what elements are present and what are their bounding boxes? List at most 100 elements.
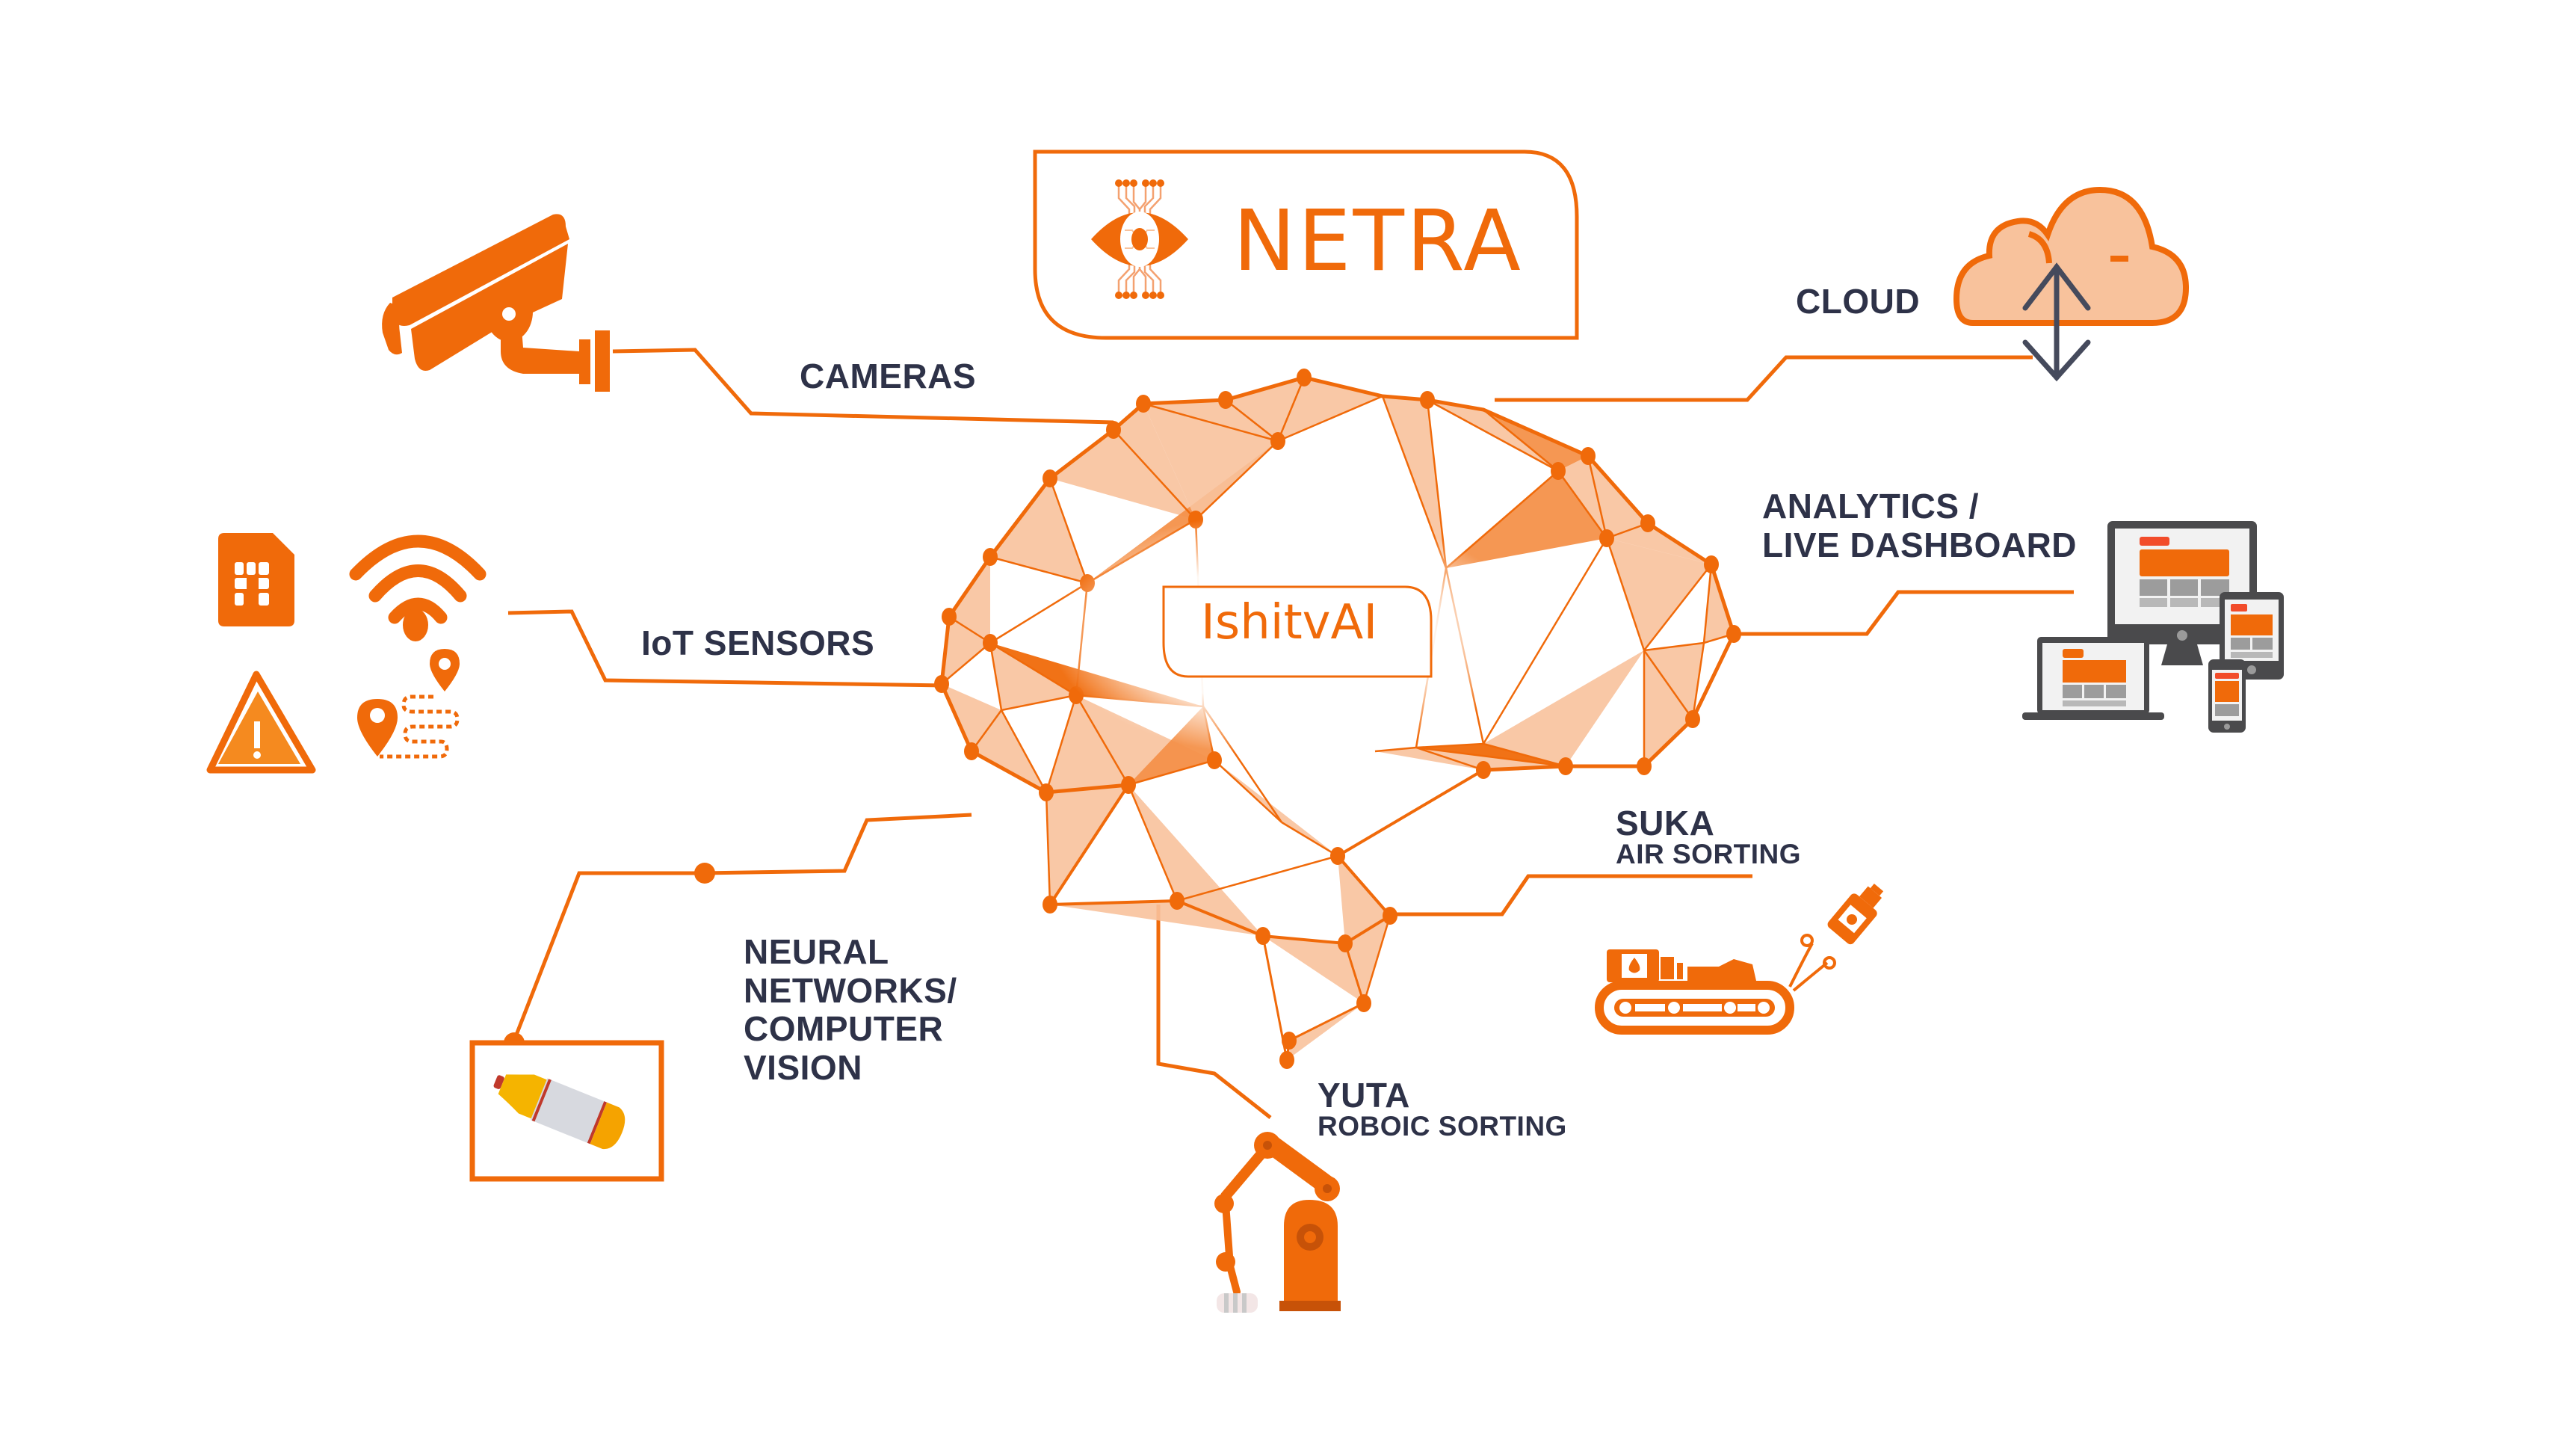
- suka-title: SUKA: [1616, 804, 1715, 842]
- brain-edge: [1045, 694, 1078, 793]
- brain-facet: [1644, 650, 1693, 766]
- brain-edge: [970, 709, 1003, 752]
- brain-node: [1338, 934, 1353, 952]
- brain-facet: [1128, 785, 1263, 936]
- brain-node: [1043, 896, 1057, 914]
- brain-edge: [941, 642, 991, 685]
- brain-edge: [989, 555, 1088, 585]
- suka-subtitle: AIR SORTING: [1616, 839, 1802, 869]
- brain-facet: [1278, 378, 1383, 441]
- label-suka: SUKA AIR SORTING: [1616, 806, 1801, 868]
- brain-facet: [1263, 936, 1364, 1003]
- label-cameras: CAMERAS: [800, 357, 977, 395]
- cloud-sync-icon: [1953, 186, 2190, 382]
- brain-facet: [1558, 456, 1607, 538]
- brain-edge: [1483, 742, 1566, 768]
- brain-edge: [1691, 642, 1705, 720]
- brain-edge: [1143, 402, 1279, 443]
- brain-facet: [1483, 650, 1644, 766]
- brain-edge: [1128, 759, 1215, 786]
- warning-triangle-icon: [206, 671, 316, 774]
- brain-facet: [1704, 564, 1734, 643]
- yuta-title: YUTA: [1318, 1076, 1410, 1115]
- brain-edge: [1415, 746, 1566, 768]
- brain-edge: [948, 615, 991, 644]
- brain-node: [983, 634, 998, 652]
- brain-edge: [1336, 768, 1485, 857]
- brain-node: [1330, 847, 1345, 865]
- brain-node: [1043, 469, 1057, 487]
- circuit-eye-icon: [1091, 179, 1188, 299]
- wifi-dot: [403, 609, 428, 641]
- brain-facet: [942, 684, 1001, 751]
- brain-facet: [990, 643, 1076, 710]
- brain-facet: [1446, 471, 1607, 568]
- brain-facet: [1644, 643, 1704, 719]
- brain-edge: [1276, 377, 1306, 442]
- brain-edge: [1702, 564, 1713, 644]
- detected-bottle-icon: [469, 1040, 664, 1182]
- brain-edge: [1113, 429, 1196, 520]
- connector-node: [694, 863, 715, 884]
- brain-edge: [1482, 537, 1608, 745]
- brain-edge: [1415, 742, 1484, 749]
- brain-node: [1121, 776, 1136, 794]
- brain-node: [1356, 994, 1371, 1012]
- brain-node: [1279, 1051, 1294, 1069]
- label-neural-networks: NEURAL NETWORKS/ COMPUTER VISION: [744, 932, 957, 1087]
- label-neural-line: NETWORKS/: [744, 970, 957, 1010]
- brain-edge: [1045, 792, 1051, 905]
- brain-edge: [1075, 694, 1130, 786]
- brain-facet: [1046, 695, 1128, 792]
- brain-node: [1170, 892, 1184, 910]
- brain-edge: [1281, 821, 1338, 857]
- brain-edge: [1214, 760, 1282, 823]
- brain-edge: [1001, 694, 1077, 712]
- yuta-subtitle: ROBOIC SORTING: [1318, 1111, 1567, 1142]
- connector-line: [510, 813, 972, 1045]
- brain-node: [1270, 432, 1285, 450]
- label-neural-line: VISION: [744, 1047, 862, 1087]
- brain-node: [1383, 907, 1397, 925]
- brain-edge: [1225, 399, 1279, 442]
- ishitvai-box: [1162, 585, 1433, 678]
- brain-node: [1640, 514, 1655, 532]
- ishitvai-title: IshitvAI: [1201, 595, 1378, 650]
- responsive-devices-icon: [2022, 521, 2284, 733]
- label-neural-line: COMPUTER: [744, 1009, 944, 1049]
- label-analytics-line: ANALYTICS /: [1762, 487, 1980, 526]
- brain-facet: [1483, 410, 1588, 471]
- label-analytics: ANALYTICS / LIVE DASHBOARD: [1762, 487, 2077, 564]
- brain-edge: [1195, 440, 1279, 520]
- brain-edge: [1362, 915, 1392, 1004]
- brain-edge: [989, 641, 1077, 697]
- brain-facet: [1607, 538, 1711, 650]
- brain-edge: [1643, 641, 1705, 652]
- netra-box: [1033, 150, 1579, 340]
- brain-node: [1704, 555, 1719, 573]
- label-iot-sensors: IoT SENSORS: [641, 623, 875, 662]
- brain-facet: [1338, 856, 1390, 943]
- brain-edge: [1557, 470, 1608, 539]
- brain-facet: [1375, 748, 1483, 770]
- brain-edge: [1000, 709, 1048, 793]
- connector-line: [1495, 355, 2033, 402]
- brain-facet: [942, 617, 990, 684]
- brain-node: [1726, 625, 1741, 643]
- conveyor-air-jet-icon: [1595, 883, 1884, 1035]
- brain-edge: [1643, 564, 1712, 651]
- brain-node: [1637, 757, 1652, 775]
- brain-edge: [1127, 784, 1179, 902]
- connector-line: [612, 348, 1114, 425]
- connector-line: [1734, 590, 2074, 636]
- brain-node: [1558, 757, 1573, 775]
- cctv-camera-icon: [382, 214, 610, 392]
- brain-facet: [1607, 523, 1711, 564]
- brain-node: [964, 742, 979, 760]
- brain-node: [1476, 761, 1491, 779]
- brain-facet: [1214, 760, 1338, 856]
- brain-edge: [1143, 375, 1736, 772]
- brain-node: [1420, 391, 1435, 409]
- connector-line: [507, 609, 946, 688]
- brain-edge: [1427, 398, 1559, 472]
